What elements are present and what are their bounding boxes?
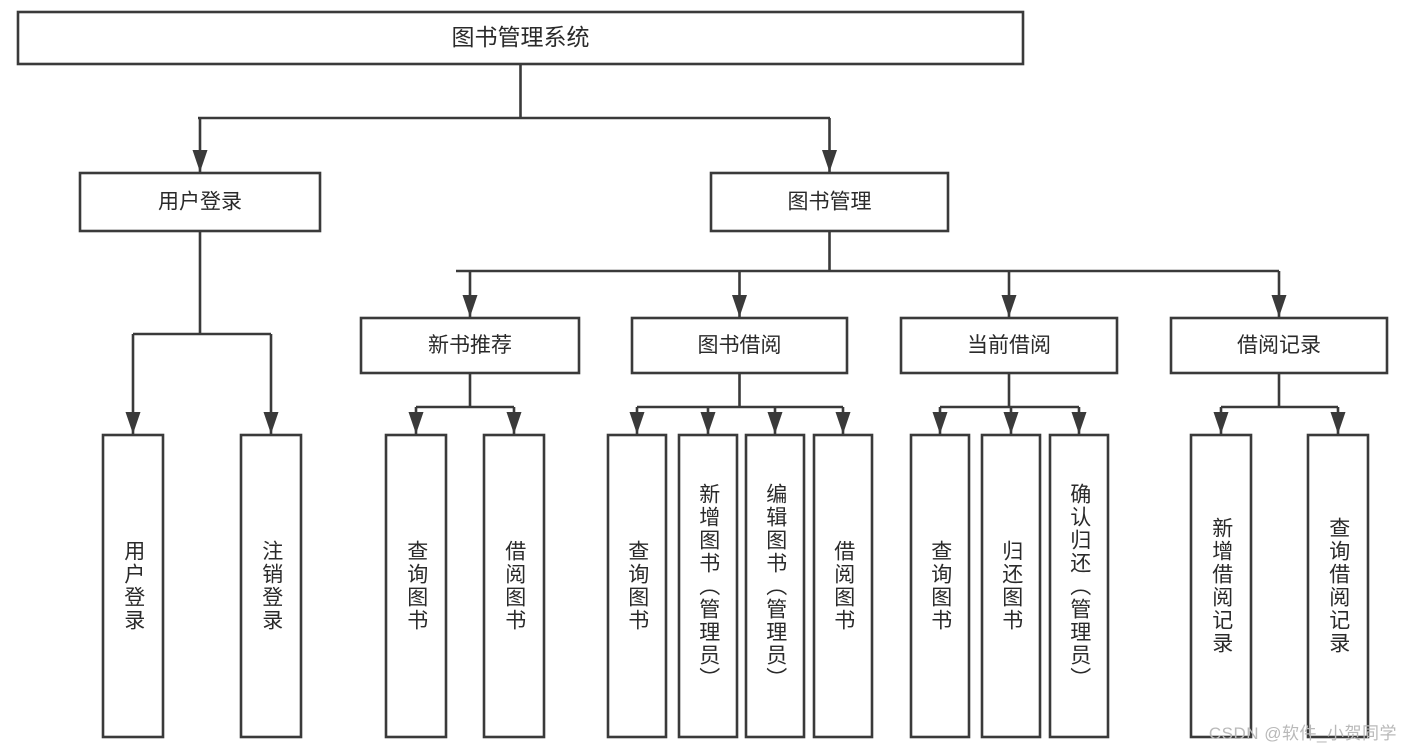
node-root-label: 图书管理系统: [452, 24, 590, 50]
node-user-login-label: 用户登录: [158, 191, 242, 214]
arrow-head: [1071, 412, 1087, 434]
node-leaf-borrow-book-1-label-wrap: 借阅图书: [502, 540, 526, 632]
node-leaf-add-book[interactable]: 新增图书（管理员）: [677, 433, 739, 739]
node-leaf-query-record-label: 查询借阅记录: [1326, 517, 1350, 655]
node-leaf-borrow-book-2-box[interactable]: [812, 433, 874, 739]
node-layer: 图书管理系统用户登录图书管理新书推荐图书借阅当前借阅借阅记录用户登录注销登录查询…: [16, 10, 1389, 739]
node-leaf-add-record-label: 新增借阅记录: [1209, 517, 1233, 655]
node-leaf-borrow-book-2-label: 借阅图书: [831, 540, 855, 632]
node-current-borrow-box[interactable]: [899, 316, 1119, 375]
node-leaf-add-record-label-wrap: 新增借阅记录: [1209, 517, 1233, 655]
node-leaf-edit-book-box[interactable]: [744, 433, 806, 739]
node-new-book-rec[interactable]: 新书推荐: [359, 316, 581, 375]
node-borrow-record-label: 借阅记录: [1237, 334, 1321, 357]
arrow-head: [1213, 412, 1229, 434]
node-leaf-query-book-1-label: 查询图书: [404, 540, 428, 632]
arrow-head: [835, 412, 851, 434]
arrow-head: [629, 412, 645, 434]
node-current-borrow[interactable]: 当前借阅: [899, 316, 1119, 375]
arrow-head: [125, 412, 141, 434]
node-leaf-return-book-label: 归还图书: [999, 540, 1023, 632]
node-leaf-borrow-book-2[interactable]: 借阅图书: [812, 433, 874, 739]
node-leaf-logout-label-wrap: 注销登录: [259, 540, 283, 632]
arrow-head: [822, 150, 837, 172]
node-leaf-logout-box[interactable]: [239, 433, 303, 739]
node-leaf-add-record-box[interactable]: [1189, 433, 1253, 739]
node-leaf-logout-label: 注销登录: [259, 540, 283, 632]
node-leaf-confirm-return[interactable]: 确认归还（管理员）: [1048, 433, 1110, 739]
node-leaf-borrow-book-1[interactable]: 借阅图书: [482, 433, 546, 739]
node-leaf-user-login-box[interactable]: [101, 433, 165, 739]
node-leaf-edit-book-label: 编辑图书（管理员）: [763, 482, 787, 690]
node-leaf-query-book-2-label: 查询图书: [625, 540, 649, 632]
connector-layer: [125, 64, 1346, 434]
node-book-manage[interactable]: 图书管理: [709, 171, 950, 233]
arrow-head: [192, 150, 208, 172]
node-new-book-rec-box[interactable]: [359, 316, 581, 375]
node-leaf-borrow-book-1-label: 借阅图书: [502, 540, 526, 632]
node-leaf-query-book-1[interactable]: 查询图书: [384, 433, 448, 739]
node-leaf-query-book-2-label-wrap: 查询图书: [625, 540, 649, 632]
node-current-borrow-label: 当前借阅: [967, 334, 1051, 357]
node-book-borrow[interactable]: 图书借阅: [630, 316, 849, 375]
node-leaf-query-book-3-box[interactable]: [909, 433, 971, 739]
node-leaf-query-record[interactable]: 查询借阅记录: [1306, 433, 1370, 739]
node-leaf-query-record-box[interactable]: [1306, 433, 1370, 739]
node-book-borrow-label: 图书借阅: [698, 334, 782, 357]
arrow-head: [1330, 412, 1346, 434]
watermark-label: CSDN @软件_小贺同学: [1208, 724, 1397, 743]
node-borrow-record-box[interactable]: [1169, 316, 1389, 375]
node-leaf-query-book-2-box[interactable]: [606, 433, 668, 739]
node-root-box[interactable]: [16, 10, 1025, 66]
node-leaf-confirm-return-label: 确认归还（管理员）: [1067, 482, 1091, 690]
node-book-manage-box[interactable]: [709, 171, 950, 233]
arrow-head: [1003, 412, 1019, 434]
arrow-head: [700, 412, 716, 434]
node-user-login-box[interactable]: [78, 171, 322, 233]
node-user-login[interactable]: 用户登录: [78, 171, 322, 233]
arrow-head: [506, 412, 522, 434]
node-leaf-user-login-label-wrap: 用户登录: [121, 540, 145, 632]
node-leaf-add-book-box[interactable]: [677, 433, 739, 739]
node-leaf-query-book-3-label-wrap: 查询图书: [928, 540, 952, 632]
node-leaf-query-book-3[interactable]: 查询图书: [909, 433, 971, 739]
arrow-head: [408, 412, 424, 434]
node-leaf-query-book-3-label: 查询图书: [928, 540, 952, 632]
node-leaf-query-book-2[interactable]: 查询图书: [606, 433, 668, 739]
node-new-book-rec-label: 新书推荐: [428, 334, 512, 357]
node-leaf-user-login[interactable]: 用户登录: [101, 433, 165, 739]
node-leaf-confirm-return-box[interactable]: [1048, 433, 1110, 739]
node-leaf-return-book-box[interactable]: [980, 433, 1042, 739]
node-book-manage-label: 图书管理: [788, 191, 872, 214]
node-leaf-logout[interactable]: 注销登录: [239, 433, 303, 739]
node-leaf-user-login-label: 用户登录: [121, 540, 145, 632]
node-leaf-borrow-book-1-box[interactable]: [482, 433, 546, 739]
node-book-borrow-box[interactable]: [630, 316, 849, 375]
arrow-head: [732, 295, 747, 317]
node-leaf-add-book-label: 新增图书（管理员）: [696, 482, 720, 690]
node-leaf-add-book-label-wrap: 新增图书（管理员）: [696, 482, 720, 690]
node-leaf-query-book-1-label-wrap: 查询图书: [404, 540, 428, 632]
node-leaf-return-book[interactable]: 归还图书: [980, 433, 1042, 739]
arrow-head: [1001, 295, 1017, 317]
node-leaf-query-book-1-box[interactable]: [384, 433, 448, 739]
node-leaf-add-record[interactable]: 新增借阅记录: [1189, 433, 1253, 739]
node-root[interactable]: 图书管理系统: [16, 10, 1025, 66]
node-leaf-borrow-book-2-label-wrap: 借阅图书: [831, 540, 855, 632]
node-leaf-confirm-return-label-wrap: 确认归还（管理员）: [1067, 482, 1091, 690]
arrow-head: [263, 412, 279, 434]
node-leaf-edit-book[interactable]: 编辑图书（管理员）: [744, 433, 806, 739]
arrow-head: [1271, 295, 1287, 317]
node-leaf-query-record-label-wrap: 查询借阅记录: [1326, 517, 1350, 655]
node-leaf-edit-book-label-wrap: 编辑图书（管理员）: [763, 482, 787, 690]
arrow-head: [767, 412, 783, 434]
arrow-head: [462, 295, 478, 317]
arrow-head: [932, 412, 948, 434]
node-leaf-return-book-label-wrap: 归还图书: [999, 540, 1023, 632]
node-borrow-record[interactable]: 借阅记录: [1169, 316, 1389, 375]
